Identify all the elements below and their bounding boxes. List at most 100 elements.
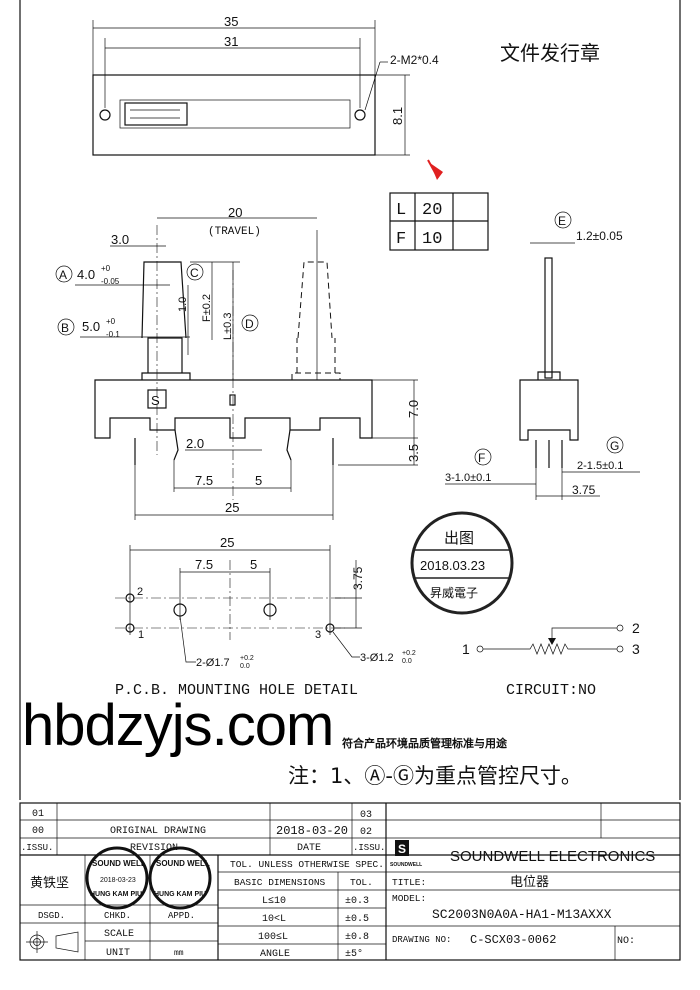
svg-text:00: 00 [32, 826, 44, 837]
svg-text:5.0: 5.0 [82, 319, 100, 334]
svg-text:±0.8: ±0.8 [345, 932, 369, 943]
svg-text:HUNG KAM PIU: HUNG KAM PIU [90, 891, 142, 898]
lf-label-f: F [396, 230, 406, 249]
svg-text:SCALE: SCALE [104, 929, 134, 940]
hole-note: 2-M2*0.4 [390, 53, 439, 67]
svg-text:-0.1: -0.1 [106, 330, 120, 339]
svg-text:4.0: 4.0 [77, 267, 95, 282]
svg-text:1: 1 [462, 641, 470, 657]
svg-text:E: E [558, 214, 566, 228]
svg-text:F±0.2: F±0.2 [201, 294, 213, 322]
svg-text:DSGD.: DSGD. [38, 911, 65, 921]
svg-text:+0: +0 [106, 317, 116, 326]
svg-text:S: S [398, 842, 406, 856]
svg-text:C: C [190, 266, 199, 280]
soundwell-logo: S SOUNDWELL [390, 840, 422, 868]
svg-text:7.5: 7.5 [195, 557, 213, 572]
svg-text:昇威電子: 昇威電子 [430, 586, 478, 600]
svg-text:3: 3 [632, 641, 640, 657]
svg-text:A: A [59, 268, 67, 282]
company-name: SOUNDWELL ELECTRONICS [450, 848, 655, 865]
svg-text:.ISSU.: .ISSU. [21, 843, 53, 853]
svg-text:G: G [610, 439, 619, 453]
svg-text:1.2±0.05: 1.2±0.05 [576, 229, 623, 243]
release-stamp: 出图 2018.03.23 昇威電子 [410, 511, 514, 615]
svg-text:+0.2: +0.2 [240, 655, 254, 662]
svg-text:3-Ø1.2: 3-Ø1.2 [360, 652, 394, 664]
svg-text:2018.03.23: 2018.03.23 [420, 558, 485, 573]
circuit-caption: CIRCUIT:NO [506, 682, 596, 699]
lf-table: L 20 F 10 [389, 159, 489, 251]
svg-text:25: 25 [225, 500, 239, 515]
svg-text:5: 5 [255, 473, 262, 488]
svg-text:±0.3: ±0.3 [345, 896, 369, 907]
svg-text:10<L: 10<L [262, 914, 286, 925]
dim-height: 8.1 [390, 107, 405, 125]
svg-text:3.75: 3.75 [572, 483, 596, 497]
svg-text:+0.2: +0.2 [402, 650, 416, 657]
svg-text:1.0: 1.0 [177, 297, 189, 312]
svg-text:CHKD.: CHKD. [104, 911, 131, 921]
svg-text:TOL.: TOL. [350, 877, 373, 888]
compliance-note: 符合产品环境品质管理标准与用途 [342, 736, 508, 750]
svg-text:2: 2 [632, 620, 640, 636]
svg-text:2-Ø1.7: 2-Ø1.7 [196, 657, 230, 669]
svg-text:ANGLE: ANGLE [260, 949, 290, 960]
svg-text:出图: 出图 [444, 529, 474, 547]
svg-text:(TRAVEL): (TRAVEL) [208, 226, 261, 238]
red-arrow-icon [430, 163, 443, 180]
svg-text:HUNG KAM PIU: HUNG KAM PIU [154, 891, 206, 898]
front-view: S 20 (TRAVEL) 3.0 A 4.0 +0 -0.05 B 5.0 +… [55, 205, 421, 520]
svg-text:2: 2 [137, 586, 143, 598]
svg-text:-0.05: -0.05 [101, 277, 120, 286]
svg-text:0.0: 0.0 [240, 663, 250, 670]
svg-text:mm: mm [174, 949, 184, 958]
svg-text:±5°: ±5° [345, 948, 363, 960]
svg-text:+0: +0 [101, 264, 111, 273]
svg-text:3.5: 3.5 [406, 444, 421, 462]
svg-text:L≤10: L≤10 [262, 896, 286, 907]
lf-label-l: L [396, 201, 406, 220]
svg-text:F: F [478, 451, 485, 465]
svg-text:2-1.5±0.1: 2-1.5±0.1 [577, 460, 623, 472]
svg-text:0.0: 0.0 [402, 658, 412, 665]
circuit-diagram: 1 2 3 CIRCUIT:NO [462, 620, 640, 699]
svg-text:±0.5: ±0.5 [345, 914, 369, 925]
pcb-detail: 25 7.5 5 2 1 3 3.75 2-Ø1.7 +0.2 0.0 3-Ø1… [115, 535, 416, 699]
svg-text:20: 20 [228, 205, 242, 220]
svg-text:TOL. UNLESS OTHERWISE SPEC.: TOL. UNLESS OTHERWISE SPEC. [230, 859, 384, 870]
drawing-title: 电位器 [510, 875, 549, 890]
dim-holes: 31 [224, 34, 238, 49]
svg-text:MODEL:: MODEL: [392, 893, 426, 904]
pcb-caption: P.C.B. MOUNTING HOLE DETAIL [115, 682, 358, 699]
svg-text:DATE: DATE [297, 843, 321, 854]
watermark: hbdzyjs.com [22, 693, 334, 758]
projection-symbol-icon [26, 931, 79, 953]
svg-text:黄铁坚: 黄铁坚 [30, 876, 69, 891]
dim-overall: 35 [224, 14, 238, 29]
svg-text:03: 03 [360, 810, 372, 821]
logo-mark: S [151, 393, 160, 408]
top-view: 35 31 2-M2*0.4 8.1 [92, 14, 439, 156]
svg-text:5: 5 [250, 557, 257, 572]
svg-text:L±0.3: L±0.3 [222, 313, 234, 340]
svg-text:3-1.0±0.1: 3-1.0±0.1 [445, 472, 491, 484]
svg-text:3.75: 3.75 [351, 566, 365, 590]
side-view: E 1.2±0.05 F 3-1.0±0.1 G 2-1.5±0.1 3.75 [445, 211, 640, 500]
svg-text:3.0: 3.0 [111, 232, 129, 247]
svg-text:UNIT: UNIT [106, 948, 130, 959]
svg-text:BASIC DIMENSIONS: BASIC DIMENSIONS [234, 877, 326, 888]
svg-text:7.0: 7.0 [406, 400, 421, 418]
svg-text:REVISION: REVISION [130, 843, 178, 854]
svg-text:100≤L: 100≤L [258, 932, 288, 943]
model-number: SC2003N0A0A-HA1-M13AXXX [432, 907, 612, 922]
svg-text:2018-03-23: 2018-03-23 [100, 877, 136, 884]
svg-text:3: 3 [315, 629, 321, 641]
lf-value-l: 20 [422, 201, 442, 220]
svg-text:2.0: 2.0 [186, 436, 204, 451]
svg-text:01: 01 [32, 809, 44, 820]
svg-text:NO:: NO: [617, 936, 635, 947]
svg-text:SOUNDWELL: SOUNDWELL [390, 862, 422, 868]
svg-text:02: 02 [360, 827, 372, 838]
note-1: 注：1、Ⓐ-Ⓖ为重点管控尺寸。 [288, 764, 582, 788]
